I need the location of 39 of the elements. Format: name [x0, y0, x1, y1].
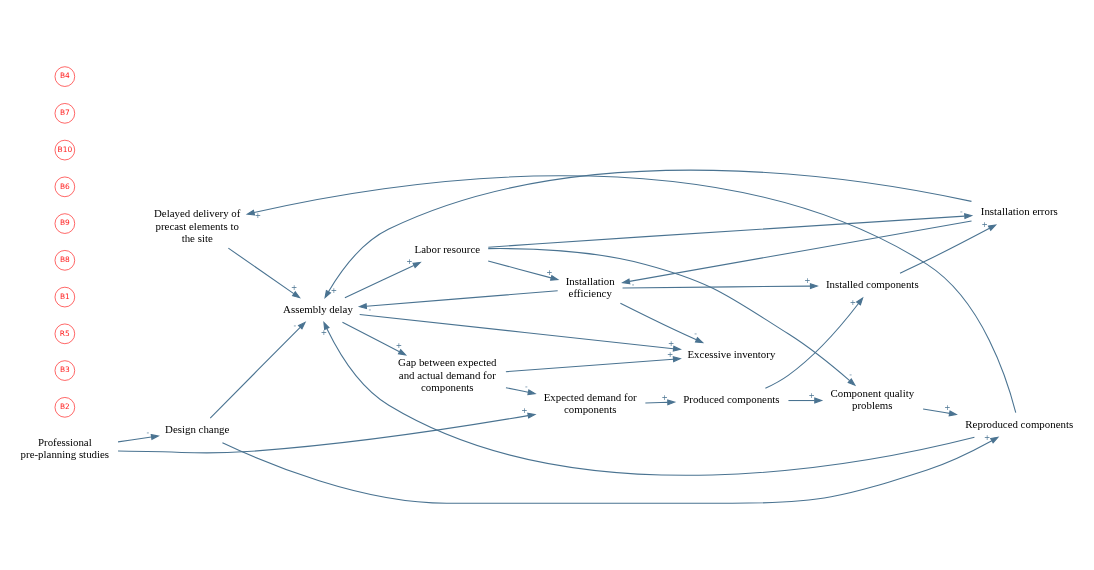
arrow — [487, 212, 974, 248]
arrow — [764, 296, 864, 389]
arrow — [487, 260, 560, 281]
arrow — [619, 302, 705, 344]
arrow — [359, 313, 682, 352]
arrow — [787, 397, 824, 404]
node-text: Produced components — [683, 393, 780, 406]
arrow — [899, 224, 998, 274]
node-text: Professional pre-planning studies — [20, 435, 110, 461]
node-text: Installation errors — [980, 205, 1058, 218]
node-text: Expected demand for components — [543, 391, 637, 416]
node-text: Reproduced components — [965, 417, 1074, 430]
arrow — [341, 321, 408, 356]
node-text: Labor resource — [414, 242, 481, 255]
arrow — [245, 175, 1017, 414]
node-text: Assembly delay — [283, 302, 353, 315]
arrow — [227, 247, 301, 299]
arrow — [505, 356, 682, 373]
arrow — [644, 399, 677, 406]
arrow — [344, 261, 422, 299]
node-text: Excessive inventory — [687, 347, 776, 360]
arrow — [922, 408, 958, 417]
arrow — [622, 282, 819, 290]
arrow — [209, 321, 307, 419]
node-text: Gap between expected and actual demand for components — [398, 356, 497, 393]
arrow — [505, 387, 537, 396]
arrow — [117, 412, 537, 454]
node-text: Design change — [165, 423, 230, 436]
node-text: Installed components — [825, 278, 919, 291]
node-text: Installation efficiency — [565, 274, 615, 299]
node-text: Component quality problems — [830, 386, 915, 412]
arrow — [323, 320, 975, 476]
arrow — [621, 220, 973, 285]
arrow — [324, 169, 973, 300]
arrow — [117, 433, 160, 443]
arrow — [487, 248, 857, 387]
node-text: Delayed delivery of precast elements to the site — [154, 207, 241, 244]
arrow — [357, 290, 559, 310]
arrow — [221, 436, 1000, 504]
